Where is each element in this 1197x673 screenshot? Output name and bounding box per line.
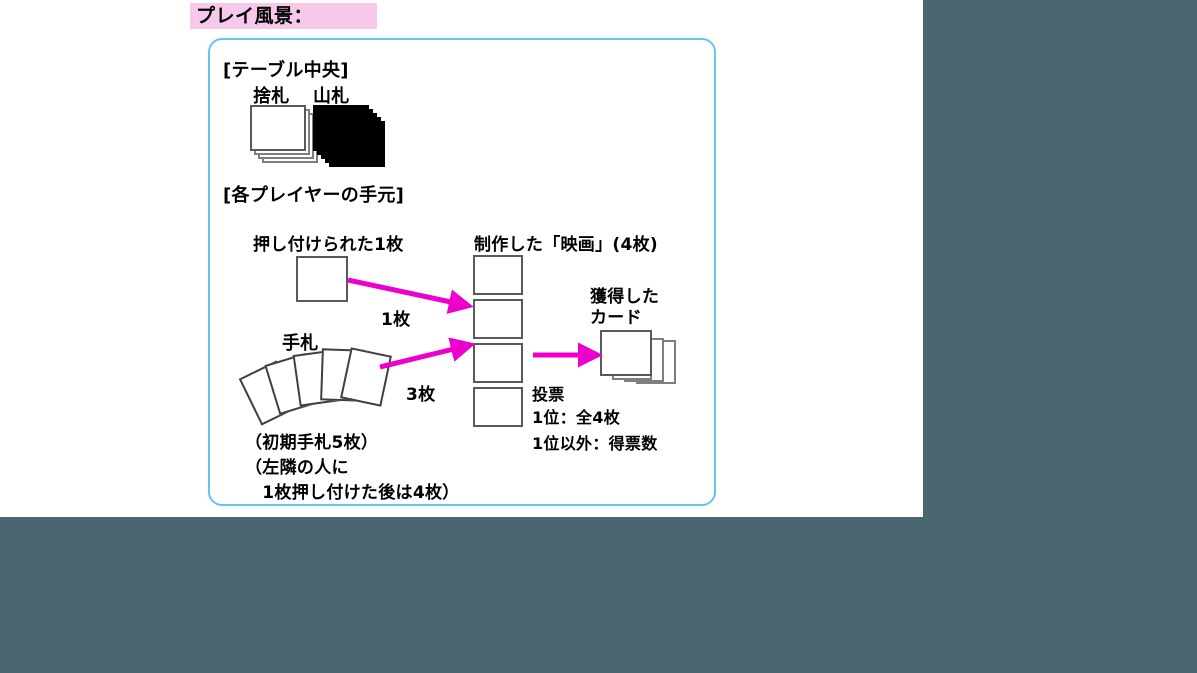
discard-pile <box>250 105 318 163</box>
note-line-3: 1枚押し付けた後は4枚） <box>245 483 460 503</box>
discard-pile-label: 捨札 <box>253 86 290 107</box>
deck-pile <box>313 105 385 167</box>
movie-card-1 <box>473 255 523 295</box>
hand-label: 手札 <box>282 333 319 354</box>
arrow-movie-to-acquired <box>533 342 603 368</box>
movies-label: 制作した「映画」(4枚) <box>474 235 658 255</box>
arrow-forced-label: 1枚 <box>381 310 411 330</box>
forced-card-label: 押し付けられた1枚 <box>253 235 404 255</box>
note-line-2: （左隣の人に <box>245 458 349 478</box>
movie-card-column <box>473 255 529 435</box>
deck-pile-label: 山札 <box>313 86 350 107</box>
diagram-panel <box>208 38 716 506</box>
vote-rule-first: 1位：全4枚 <box>532 408 621 427</box>
note-line-1: （初期手札5枚） <box>245 433 379 453</box>
discard-card-top <box>250 105 306 151</box>
movie-card-2 <box>473 299 523 339</box>
arrow-hand-label: 3枚 <box>406 385 436 405</box>
page-title: プレイ風景： <box>196 5 314 27</box>
table-center-heading: [テーブル中央] <box>223 60 349 81</box>
deck-card-top <box>313 105 369 151</box>
vote-heading: 投票 <box>532 385 565 404</box>
arrow-forced-to-movie <box>347 277 474 314</box>
forced-card <box>296 256 348 302</box>
movie-card-4 <box>473 387 523 427</box>
acquired-cards-label-line2: カード <box>590 308 642 328</box>
title-highlight <box>190 3 377 29</box>
acquired-card-stack <box>600 330 680 386</box>
player-area-heading: [各プレイヤーの手元] <box>223 185 405 206</box>
vote-rule-other: 1位以外：得票数 <box>532 434 658 453</box>
slide-canvas: プレイ風景： [テーブル中央] 捨札 山札 [各プレイヤーの手元] 押し付けられ… <box>0 0 923 517</box>
acquired-card-1 <box>600 330 652 376</box>
arrow-hand-to-movie <box>379 337 476 370</box>
movie-card-3 <box>473 343 523 383</box>
hand-card-fan <box>238 345 393 426</box>
acquired-cards-label-line1: 獲得した <box>590 287 660 307</box>
